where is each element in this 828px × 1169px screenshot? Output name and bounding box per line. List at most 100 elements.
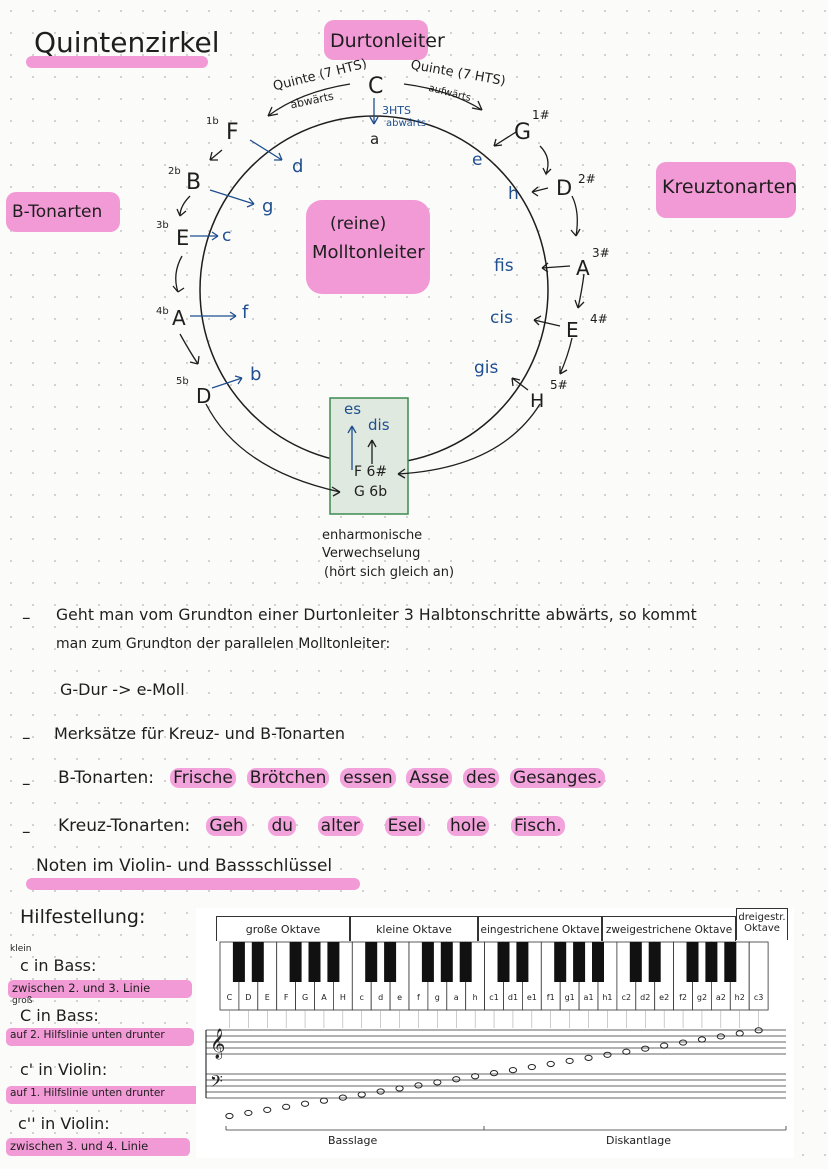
note-head bbox=[300, 1100, 310, 1107]
sharp-sign-4: 4# bbox=[590, 312, 608, 326]
note-head bbox=[735, 1030, 744, 1037]
black-key bbox=[724, 942, 737, 982]
mnemonic-kreuz-word: alter bbox=[317, 816, 363, 836]
note-line-1: Geht man vom Grundton einer Durtonleiter… bbox=[56, 606, 697, 624]
dash-2: – bbox=[22, 728, 31, 748]
help-small-1: klein bbox=[10, 944, 32, 954]
flat-chain-arrows bbox=[172, 149, 223, 365]
sharp-relative-arrows bbox=[493, 131, 571, 391]
note-head bbox=[395, 1085, 404, 1092]
sharp-sign-2: 2# bbox=[578, 172, 596, 186]
black-key bbox=[686, 942, 699, 982]
kreuz-tonarten-label: Kreuztonarten bbox=[662, 176, 798, 198]
key-label: a2 bbox=[716, 993, 726, 1002]
key-label: h bbox=[473, 993, 478, 1002]
octave-header: kleine Oktave bbox=[350, 916, 478, 941]
quinte-down-arrow bbox=[267, 83, 351, 117]
enh-minor-es: es bbox=[344, 400, 362, 418]
sharp-tail bbox=[397, 403, 541, 479]
help-detail-highlight-1 bbox=[8, 980, 192, 998]
mnemonic-kreuz-word: Esel bbox=[384, 816, 426, 836]
note-head bbox=[489, 1070, 499, 1077]
enh-note-3: (hört sich gleich an) bbox=[324, 565, 455, 580]
black-key bbox=[648, 942, 661, 982]
help-detail-1: zwischen 2. und 3. Linie bbox=[12, 981, 151, 995]
major-top: C bbox=[368, 74, 384, 99]
black-key bbox=[421, 942, 434, 982]
key-label: d bbox=[378, 993, 383, 1002]
black-key bbox=[308, 942, 321, 982]
page-title: Quintenzirkel bbox=[34, 26, 220, 59]
octave-header: dreigestr. Oktave bbox=[736, 908, 788, 940]
flat-tail bbox=[205, 403, 341, 497]
flat-major-d: D bbox=[196, 384, 212, 408]
flat-minor-b: b bbox=[250, 364, 262, 385]
note-head bbox=[471, 1073, 480, 1080]
mnemonic-kreuz-word: du bbox=[268, 816, 297, 836]
key-label: h1 bbox=[602, 993, 612, 1002]
black-key bbox=[289, 942, 302, 982]
help-detail-2: auf 2. Hilfslinie unten drunter bbox=[10, 1029, 165, 1041]
help-main-4: c'' in Violin: bbox=[18, 1114, 110, 1133]
key-label: g bbox=[435, 993, 440, 1002]
black-key bbox=[554, 942, 567, 982]
kreuz-tonarten-highlight bbox=[656, 162, 796, 218]
flat-minor-d: d bbox=[292, 156, 304, 177]
note-head bbox=[376, 1088, 385, 1095]
note-head bbox=[338, 1094, 347, 1101]
key-label: f bbox=[417, 993, 420, 1002]
note-head bbox=[433, 1079, 442, 1086]
flat-major-a: A bbox=[172, 306, 186, 330]
mnemonic-kreuz-word: hole bbox=[446, 816, 490, 836]
mnemonic-b-word: essen bbox=[340, 768, 396, 788]
black-key bbox=[251, 942, 264, 982]
black-key bbox=[384, 942, 397, 982]
help-detail-3: auf 1. Hilfslinie unten drunter bbox=[10, 1087, 165, 1099]
section-title-highlight bbox=[26, 878, 360, 890]
treble-clef-icon: 𝄞 bbox=[210, 1028, 225, 1060]
dur-label-highlight bbox=[324, 20, 428, 60]
note-head bbox=[319, 1097, 329, 1104]
black-key bbox=[232, 942, 245, 982]
black-key bbox=[592, 942, 604, 982]
sharp-sign-1: 1# bbox=[532, 108, 550, 122]
help-small-2: groß bbox=[12, 996, 33, 1006]
range-low-label: Basslage bbox=[328, 1134, 378, 1147]
help-main-3: c' in Violin: bbox=[20, 1060, 108, 1079]
note-head bbox=[565, 1057, 574, 1065]
key-label: e1 bbox=[527, 993, 537, 1002]
mnemonic-b-word: des bbox=[463, 768, 500, 788]
sharp-major-a: A bbox=[576, 256, 590, 280]
black-key bbox=[497, 942, 510, 982]
black-key bbox=[573, 942, 586, 982]
sharp-minor-fis: fis bbox=[494, 256, 514, 276]
sharp-major-g: G bbox=[514, 120, 532, 145]
help-detail-highlight-2 bbox=[6, 1028, 194, 1046]
note-head bbox=[225, 1112, 234, 1120]
mnemonic-kreuz-row: Kreuz-Tonarten: Geh du alter Esel hole F… bbox=[58, 816, 565, 836]
key-label: f1 bbox=[547, 993, 555, 1002]
key-label: g1 bbox=[565, 993, 575, 1002]
b-tonarten-label: B-Tonarten bbox=[12, 202, 103, 222]
note-head bbox=[263, 1106, 272, 1113]
note-line-4: Merksätze für Kreuz- und B-Tonarten bbox=[54, 724, 346, 743]
note-head bbox=[716, 1033, 725, 1040]
note-line-3: G-Dur -> e-Moll bbox=[60, 680, 185, 699]
sharp-major-e: E bbox=[566, 318, 579, 342]
note-head bbox=[282, 1103, 291, 1110]
flat-sign-2: 2b bbox=[168, 166, 181, 177]
flat-sign-1: 1b bbox=[206, 116, 219, 127]
key-label: h2 bbox=[735, 993, 745, 1002]
key-label: d2 bbox=[640, 993, 650, 1002]
section-title: Noten im Violin- und Bassschlüssel bbox=[36, 856, 333, 876]
sharp-sign-5: 5# bbox=[550, 378, 568, 392]
note-head bbox=[622, 1048, 631, 1055]
flat-sign-5: 5b bbox=[176, 376, 189, 387]
help-detail-highlight-3 bbox=[6, 1086, 202, 1104]
black-key bbox=[440, 942, 453, 982]
flat-minor-c: c bbox=[222, 226, 232, 246]
note-head bbox=[603, 1051, 612, 1058]
flat-relative-arrows bbox=[190, 139, 283, 389]
enh-minor-dis: dis bbox=[368, 416, 390, 434]
